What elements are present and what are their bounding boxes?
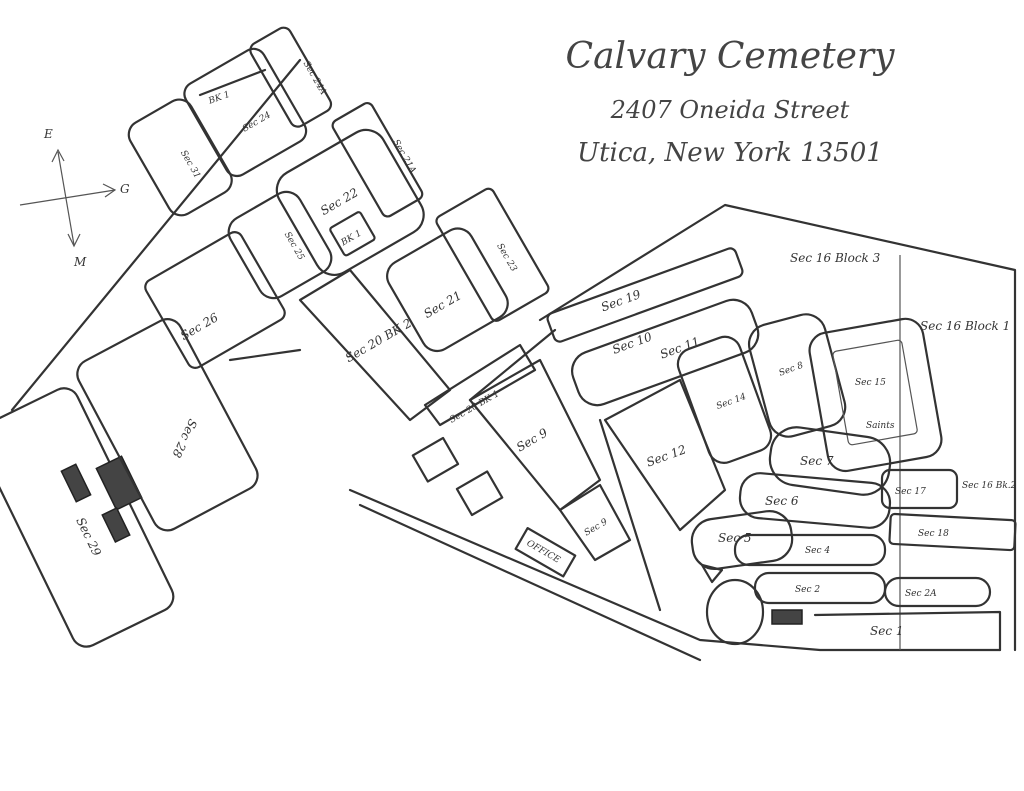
road-line	[358, 503, 702, 662]
section-9-label: Sec 9	[583, 517, 610, 538]
section-28-plot	[76, 318, 259, 532]
middle-sections: Sec 20 BK 2 Sec 20 BK 1 Sec 9 Sec 9 OFFI…	[298, 268, 632, 578]
upper-sections: BK 1 Sec 24 Sec 24A Sec 21A Sec 22 BK 1 …	[183, 26, 550, 353]
section-divider	[198, 68, 267, 97]
section-21a-plot	[331, 101, 424, 218]
section-24a-plot	[249, 26, 333, 128]
section-29-label: Sec 29	[73, 515, 104, 558]
section-1-label: Sec 1	[870, 624, 904, 638]
section-9-plot	[558, 483, 632, 562]
city-address: Utica, New York 13501	[577, 138, 883, 168]
section-17-label: Sec 17	[895, 487, 926, 497]
section-14-plot	[676, 335, 773, 464]
bk1-label: BK 1	[206, 90, 231, 107]
section-9-plot	[468, 358, 602, 512]
section-26-label: Sec 26	[178, 310, 221, 343]
section-9-label: Sec 9	[514, 425, 550, 454]
section-20-bk1-plot	[423, 343, 537, 427]
section-19-label: Sec 19	[599, 287, 643, 314]
section-8-label: Sec 8	[778, 361, 805, 379]
building-plot	[411, 436, 460, 483]
mausoleum-icon	[101, 507, 131, 543]
section-5-label: Sec 5	[718, 531, 752, 545]
road-line	[468, 328, 557, 402]
section-2a-plot	[883, 576, 992, 608]
section-23-plot	[435, 187, 550, 322]
bk1-plot	[329, 211, 376, 257]
section-7-label: Sec 7	[800, 454, 834, 468]
office-building	[514, 527, 577, 578]
section-19-plot	[546, 247, 744, 343]
section-2-label: Sec 2	[795, 585, 820, 595]
circle-plot	[705, 578, 765, 646]
section-28-label: Sec 28	[169, 417, 200, 460]
office-label: OFFICE	[525, 539, 562, 566]
section-6-label: Sec 6	[765, 494, 799, 508]
section-4-plot	[733, 533, 887, 567]
road-line	[228, 348, 302, 362]
compass-north-label: E	[43, 127, 53, 141]
section-15-label: Sec 15	[855, 378, 886, 388]
road-line	[10, 58, 302, 412]
section-1-plot	[813, 610, 1002, 652]
section-20-bk2-label: Sec 20 BK 2	[343, 316, 414, 365]
section-24a-label: Sec 24A	[301, 59, 329, 97]
bk1-label: BK 1	[339, 229, 364, 249]
section-18-plot	[888, 512, 1017, 552]
section-10-11-plot	[571, 298, 760, 407]
cemetery-title: Calvary Cemetery	[565, 36, 895, 77]
saints-label: Saints	[866, 421, 895, 431]
road-line	[538, 203, 1017, 652]
section-2a-label: Sec 2A	[905, 589, 937, 599]
section-24-plot	[183, 47, 308, 178]
compass-ns-line	[57, 151, 75, 246]
section-16-block3-label: Sec 16 Block 3	[790, 251, 881, 265]
street-address: 2407 Oneida Street	[610, 96, 850, 124]
section-12-plot	[603, 378, 727, 532]
compass-arrow-icon	[51, 148, 65, 163]
section-15-plot	[808, 317, 943, 473]
compass-east-label: G	[120, 182, 130, 196]
section-6-plot	[738, 472, 892, 529]
section-12-label: Sec 12	[645, 442, 688, 469]
section-31-label: Sec 31	[178, 149, 202, 181]
section-17-plot	[880, 468, 959, 510]
section-26-plot	[144, 231, 286, 369]
section-4-label: Sec 4	[805, 546, 830, 556]
mausoleum-icon	[95, 455, 143, 511]
section-8-plot	[747, 313, 847, 438]
right-sections: Sec 19 Sec 10 Sec 11 Sec 12 Sec 14 Sec 8…	[546, 247, 1017, 652]
mausoleum-icon	[771, 609, 803, 625]
section-25-plot	[227, 190, 333, 300]
section-31-plot	[127, 98, 233, 217]
compass: E G M	[19, 127, 130, 269]
road-line	[598, 418, 662, 612]
compass-south-label: M	[73, 255, 87, 269]
mausoleum-icon	[60, 463, 92, 503]
section-15-inner	[832, 339, 918, 446]
compass-arrow-icon	[67, 233, 81, 248]
section-18-label: Sec 18	[918, 529, 949, 539]
compass-ew-line	[19, 189, 116, 206]
roads	[10, 58, 1017, 662]
section-23-label: Sec 23	[494, 242, 518, 274]
section-14-label: Sec 14	[715, 392, 748, 412]
section-21-plot	[386, 227, 509, 353]
section-22-plot	[275, 128, 425, 277]
compass-arrow-icon	[102, 183, 117, 198]
section-16-bk2-label: Sec 16 Bk.2	[962, 481, 1017, 491]
building-plot	[455, 470, 504, 517]
section-21-label: Sec 21	[421, 288, 464, 321]
section-16-block1-label: Sec 16 Block 1	[920, 319, 1010, 333]
section-25-label: Sec 25	[282, 230, 306, 262]
triangle-plot	[700, 563, 724, 584]
section-10-label: Sec 10	[610, 329, 654, 356]
road-line	[348, 488, 1002, 652]
